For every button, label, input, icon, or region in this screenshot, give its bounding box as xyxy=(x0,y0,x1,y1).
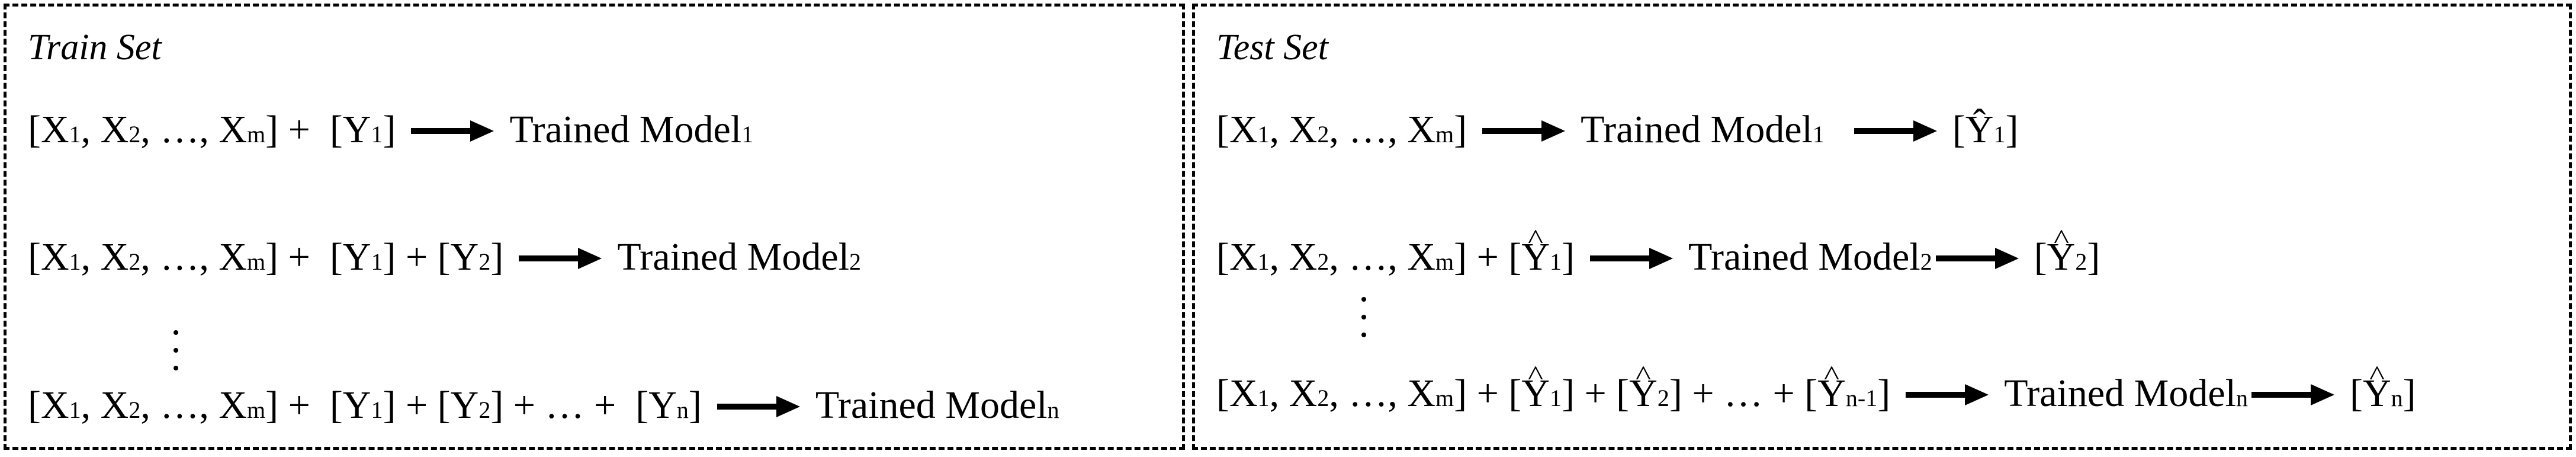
prediction: [Ŷ xyxy=(1952,108,1994,151)
input-open: [X xyxy=(28,108,69,151)
model-label: Trained Model xyxy=(815,384,1048,427)
sep: , X xyxy=(1269,235,1318,279)
arrow-icon xyxy=(1906,383,1989,407)
bracket: ] xyxy=(2005,108,2019,151)
model-label: Trained Model xyxy=(617,235,850,279)
sep: , …, X xyxy=(1329,372,1435,415)
test-set-title: Test Set xyxy=(1216,27,1328,68)
sep: , …, X xyxy=(140,235,247,279)
bracket: ] xyxy=(265,108,279,151)
targets: ] + … + [Y xyxy=(490,384,677,427)
model-label: Trained Model xyxy=(1581,108,1813,151)
arrow-icon xyxy=(1482,119,1566,143)
input-open: [X xyxy=(1216,372,1258,415)
targets: + [Y xyxy=(278,235,371,279)
bracket: [ xyxy=(2349,372,2363,415)
y-hat: Y xyxy=(1629,371,1658,416)
arrow-icon xyxy=(2251,383,2334,407)
model-label: Trained Model xyxy=(1688,235,1920,279)
bracket: ] xyxy=(688,384,702,427)
plus: ] + [ xyxy=(1561,372,1630,415)
arrow-icon xyxy=(717,395,800,418)
sep: , …, X xyxy=(1329,108,1435,151)
bracket: ] xyxy=(383,108,396,151)
model-label: Trained Model xyxy=(509,108,742,151)
sep: , X xyxy=(81,384,129,427)
input-open: [X xyxy=(28,235,69,279)
arrow-icon xyxy=(1935,247,2019,270)
y-hat: Y xyxy=(1817,371,1846,416)
train-set-title: Train Set xyxy=(28,27,162,68)
targets: + [Y xyxy=(278,384,371,427)
arrow-icon xyxy=(519,247,602,270)
targets: + [Y xyxy=(278,108,371,151)
targets: ] + [Y xyxy=(383,384,479,427)
arrow-icon xyxy=(411,119,494,143)
sep: , X xyxy=(1269,108,1318,151)
plus: ] + … + [ xyxy=(1669,372,1818,415)
bracket: ] xyxy=(490,235,504,279)
input-open: [X xyxy=(1216,235,1258,279)
sep: , X xyxy=(81,108,129,151)
y-hat: Y xyxy=(1521,235,1550,280)
bracket: ] xyxy=(265,235,279,279)
bracket: ] xyxy=(265,384,279,427)
bracket: ] xyxy=(2402,372,2416,415)
plus: + [ xyxy=(1467,235,1522,279)
bracket: ] xyxy=(1454,372,1467,415)
bracket: [ xyxy=(2034,235,2047,279)
y-hat: Y xyxy=(2047,235,2076,280)
bracket: ] xyxy=(1561,235,1575,279)
model-label: Trained Model xyxy=(2004,372,2236,415)
bracket: ] xyxy=(1454,235,1467,279)
arrow-icon xyxy=(1854,119,1937,143)
sep: , X xyxy=(1269,372,1318,415)
bracket: ] xyxy=(1454,108,1467,151)
arrow-icon xyxy=(1589,247,1673,270)
y-hat: Y xyxy=(1521,371,1550,416)
vertical-ellipsis-icon xyxy=(1361,297,1366,350)
targets: ] + [Y xyxy=(383,235,479,279)
sep: , …, X xyxy=(140,108,247,151)
sep: , …, X xyxy=(1329,235,1435,279)
bracket: ] xyxy=(2087,235,2100,279)
plus: + [ xyxy=(1467,372,1522,415)
input-open: [X xyxy=(28,384,69,427)
vertical-ellipsis-icon xyxy=(174,330,178,384)
sep: , …, X xyxy=(140,384,247,427)
bracket: ] xyxy=(1877,372,1891,415)
test-row-n: [X1, X2, …, Xm] + [Y1] + [Y2] + … + [Yn-… xyxy=(1216,371,2416,416)
sep: , X xyxy=(81,235,129,279)
input-open: [X xyxy=(1216,108,1258,151)
y-hat: Y xyxy=(2363,371,2391,416)
